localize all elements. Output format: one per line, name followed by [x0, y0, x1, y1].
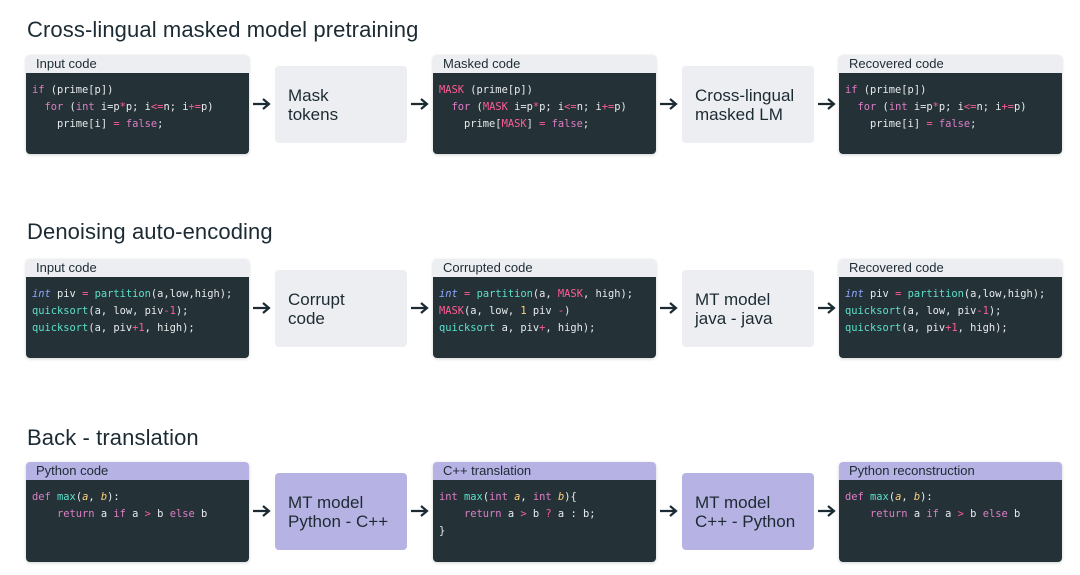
- code-line: int = partition(a, MASK, high);: [439, 288, 633, 300]
- code-block: if (prime[p]) for (int i=p*p; i<=n; i+=p…: [839, 73, 1062, 154]
- section-title-denoising: Denoising auto-encoding: [27, 219, 273, 244]
- python-reconstruction-card: Python reconstruction def max(a, b): ret…: [839, 462, 1062, 562]
- step-label: Corrupt code: [288, 289, 345, 328]
- right-arrow-icon: [253, 505, 271, 517]
- code-line: for (int i=p*p; i<=n; i+=p): [857, 101, 1027, 113]
- code-line: for (MASK i=p*p; i<=n; i+=p): [451, 101, 627, 113]
- right-arrow-icon: [660, 98, 678, 110]
- card-label: Corrupted code: [433, 259, 656, 277]
- code-block: int = partition(a, MASK, high); MASK(a, l…: [433, 277, 656, 358]
- corrupted-code-card: Corrupted code int = partition(a, MASK, …: [433, 259, 656, 358]
- right-arrow-icon: [660, 505, 678, 517]
- code-block: if (prime[p]) for (int i=p*p; i<=n; i+=p…: [26, 73, 249, 154]
- code-line: prime[i] = false;: [845, 118, 977, 130]
- card-label: Input code: [26, 55, 249, 73]
- code-line: quicksort(a, piv+1, high);: [845, 322, 1008, 334]
- cpp-translation-card: C++ translation int max(int a, int b){ r…: [433, 462, 656, 562]
- code-line: prime[MASK] = false;: [439, 118, 590, 130]
- code-line: prime[i] = false;: [32, 118, 164, 130]
- right-arrow-icon: [411, 302, 429, 314]
- mt-model-python-cpp-step: MT model Python - C++: [275, 473, 407, 550]
- step-label: MT model Python - C++: [288, 492, 389, 531]
- code-line: for (int i=p*p; i<=n; i+=p): [44, 101, 214, 113]
- code-block: int max(int a, int b){ return a > b ? a …: [433, 480, 656, 562]
- code-line: int max(int a, int b){: [439, 491, 577, 503]
- recovered-code-card: Recovered code if (prime[p]) for (int i=…: [839, 55, 1062, 154]
- section-title-pretraining: Cross-lingual masked model pretraining: [27, 17, 419, 42]
- card-label: Recovered code: [839, 55, 1062, 73]
- card-label: Python code: [26, 462, 249, 480]
- step-label: Mask tokens: [288, 85, 339, 124]
- right-arrow-icon: [411, 98, 429, 110]
- code-line: return a if a > b else b: [870, 508, 1021, 520]
- code-line: return a > b ? a : b;: [464, 508, 596, 520]
- step-label: Cross-lingual masked LM: [695, 85, 795, 124]
- card-label: C++ translation: [433, 462, 656, 480]
- code-block: def max(a, b): return a if a > b else b: [26, 480, 249, 562]
- card-label: Python reconstruction: [839, 462, 1062, 480]
- right-arrow-icon: [660, 302, 678, 314]
- right-arrow-icon: [253, 98, 271, 110]
- code-line: def max(a, b):: [845, 491, 933, 503]
- card-label: Recovered code: [839, 259, 1062, 277]
- step-label: MT model java - java: [695, 289, 773, 328]
- right-arrow-icon: [818, 98, 836, 110]
- code-line: return a if a > b else b: [57, 508, 208, 520]
- masked-code-card: Masked code MASK (prime[p]) for (MASK i=…: [433, 55, 656, 154]
- corrupt-code-step: Corrupt code: [275, 270, 407, 347]
- right-arrow-icon: [818, 302, 836, 314]
- code-block: int piv = partition(a,low,high); quicksor…: [26, 277, 249, 358]
- right-arrow-icon: [253, 302, 271, 314]
- input-code-card: Input code if (prime[p]) for (int i=p*p;…: [26, 55, 249, 154]
- code-line: int piv = partition(a,low,high);: [32, 288, 233, 300]
- code-line: quicksort(a, piv+1, high);: [32, 322, 195, 334]
- card-label: Input code: [26, 259, 249, 277]
- mt-model-java-step: MT model java - java: [682, 270, 814, 347]
- code-line: def max(a, b):: [32, 491, 120, 503]
- code-line: MASK(a, low, 1 piv -): [439, 305, 571, 317]
- code-block: MASK (prime[p]) for (MASK i=p*p; i<=n; i…: [433, 73, 656, 154]
- right-arrow-icon: [411, 505, 429, 517]
- code-line: quicksort(a, low, piv-1);: [32, 305, 189, 317]
- code-block: int piv = partition(a,low,high); quicksor…: [839, 277, 1062, 358]
- code-line: quicksort a, piv+, high);: [439, 322, 596, 334]
- card-label: Masked code: [433, 55, 656, 73]
- cross-lingual-mlm-step: Cross-lingual masked LM: [682, 66, 814, 143]
- mt-model-cpp-python-step: MT model C++ - Python: [682, 473, 814, 550]
- code-line: int piv = partition(a,low,high);: [845, 288, 1046, 300]
- right-arrow-icon: [818, 505, 836, 517]
- code-block: def max(a, b): return a if a > b else b: [839, 480, 1062, 562]
- code-line: quicksort(a, low, piv-1);: [845, 305, 1002, 317]
- code-line: if (prime[p]): [32, 84, 114, 96]
- step-label: MT model C++ - Python: [695, 492, 796, 531]
- code-line: MASK (prime[p]): [439, 84, 533, 96]
- code-line: }: [439, 525, 446, 537]
- python-code-card: Python code def max(a, b): return a if a…: [26, 462, 249, 562]
- recovered-code-card: Recovered code int piv = partition(a,low…: [839, 259, 1062, 358]
- section-title-back-translation: Back - translation: [27, 425, 199, 450]
- mask-tokens-step: Mask tokens: [275, 66, 407, 143]
- code-line: if (prime[p]): [845, 84, 927, 96]
- input-code-card: Input code int piv = partition(a,low,hig…: [26, 259, 249, 358]
